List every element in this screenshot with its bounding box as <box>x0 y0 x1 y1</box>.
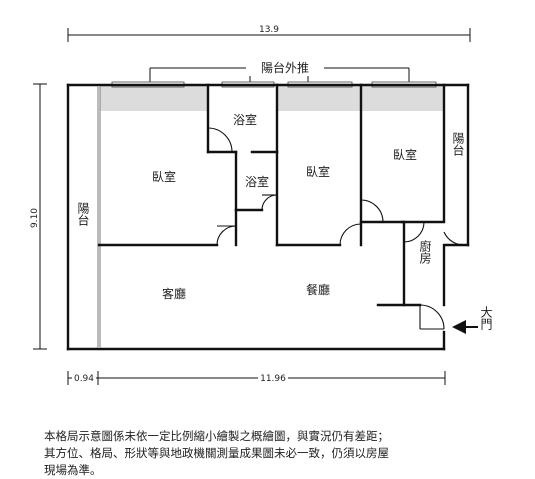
main-width-label: 11.96 <box>260 374 286 384</box>
push-out-label-bg <box>246 60 324 76</box>
pushout-strip-2 <box>278 86 360 111</box>
top-dimension-line <box>67 28 471 42</box>
disclaimer-line-1: 本格局示意圖係未依一定比例縮小繪製之概繪圖，與實況仍有差距； <box>44 429 389 443</box>
main-door-label: 大門 <box>479 306 493 330</box>
balcony-push-out-label: 陽台外推 <box>261 60 309 75</box>
left-balcony-width-label: 0.94 <box>74 374 94 384</box>
disclaimer-line-2: 其方位、格局、形狀等與地政機關測量成果圖未必一致，仍須以房屋 <box>44 446 389 460</box>
dining-room-label: 餐廳 <box>306 282 330 297</box>
bedroom-center-label: 臥室 <box>306 164 330 179</box>
bedroom-right-label: 臥室 <box>393 147 417 162</box>
main-width-dim-bg <box>258 372 288 384</box>
pushout-strip-1 <box>99 86 207 111</box>
doors <box>207 127 467 330</box>
bathroom-top-label: 浴室 <box>233 112 257 127</box>
bedroom-left-label: 臥室 <box>152 169 176 184</box>
outer-walls <box>66 83 470 351</box>
depth-label: 9.10 <box>30 208 40 228</box>
bottom-dimension-line <box>67 371 446 385</box>
overall-width-label: 13.9 <box>259 25 279 35</box>
bathroom-mid-label: 浴室 <box>245 174 269 189</box>
floor-plan: 13.9 9.10 0.94 11.96 陽台外推 <box>30 25 493 385</box>
balcony-right-label: 陽台 <box>451 132 465 156</box>
living-room-label: 客廳 <box>162 286 186 301</box>
pushout-strip-3 <box>362 86 444 111</box>
balcony-left-label: 陽台 <box>76 202 90 226</box>
entry-arrow-icon <box>452 320 478 334</box>
kitchen-label: 廚房 <box>418 239 432 264</box>
disclaimer-line-3: 現場為準。 <box>44 463 102 477</box>
left-balcony-dim-bg <box>72 372 96 384</box>
disclaimer-note: 本格局示意圖係未依一定比例縮小繪製之概繪圖，與實況仍有差距； 其方位、格局、形狀… <box>44 428 484 479</box>
left-dimension-line <box>33 83 47 350</box>
interior-walls <box>97 83 446 307</box>
